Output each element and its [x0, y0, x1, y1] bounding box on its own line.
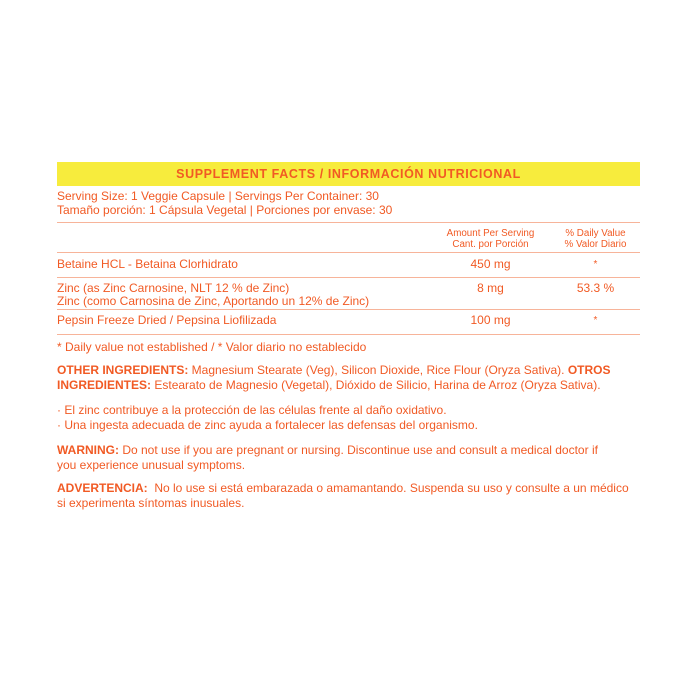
other-ingredients: OTHER INGREDIENTS: Magnesium Stearate (V… — [57, 363, 611, 392]
supplement-facts-panel: SUPPLEMENT FACTS / INFORMACIÓN NUTRICION… — [57, 162, 640, 511]
claims: · El zinc contribuye a la protección de … — [57, 403, 640, 433]
ingredient-dv: 53.3 % — [576, 281, 615, 295]
table-row: Betaine HCL - Betaina Clorhidrato 450 mg… — [57, 253, 640, 277]
facts-title: SUPPLEMENT FACTS / INFORMACIÓN NUTRICION… — [176, 167, 521, 181]
divider — [57, 277, 640, 278]
amount-header: Amount Per Serving Cant. por Porción — [446, 228, 535, 250]
column-headers: Amount Per Serving Cant. por Porción % D… — [57, 223, 640, 252]
serving-line-en: Serving Size: 1 Veggie Capsule | Serving… — [57, 189, 379, 203]
advertencia: ADVERTENCIA: No lo use si está embarazad… — [57, 481, 629, 510]
facts-header: SUPPLEMENT FACTS / INFORMACIÓN NUTRICION… — [57, 162, 640, 186]
divider — [57, 334, 640, 335]
ingredient-amount: 100 mg — [470, 313, 511, 327]
ingredient-dv: * — [593, 259, 598, 270]
ingredient-amount: 450 mg — [470, 257, 511, 271]
serving-info: Serving Size: 1 Veggie Capsule | Serving… — [57, 186, 640, 222]
ingredient-amount: 8 mg — [477, 281, 504, 295]
footnote: * Daily value not established / * Valor … — [57, 340, 367, 354]
other-ingredients-label: OTHER INGREDIENTS: — [57, 363, 189, 377]
daily-value-header: % Daily Value % Valor Diario — [564, 228, 627, 250]
table-row: Zinc (as Zinc Carnosine, NLT 12 % de Zin… — [57, 278, 640, 309]
claim-item: · El zinc contribuye a la protección de … — [57, 403, 447, 417]
divider — [57, 222, 640, 223]
warning-label: WARNING: — [57, 443, 119, 457]
serving-line-es: Tamaño porción: 1 Cápsula Vegetal | Porc… — [57, 203, 393, 217]
ingredient-name: Pepsin Freeze Dried / Pepsina Liofilizad… — [57, 313, 277, 327]
ingredient-dv: * — [593, 315, 598, 326]
divider — [57, 309, 640, 310]
claim-item: · Una ingesta adecuada de zinc ayuda a f… — [57, 418, 478, 432]
otros-label: OTROS — [567, 363, 611, 377]
ingredient-name: Betaine HCL - Betaina Clorhidrato — [57, 257, 238, 271]
ingredient-name: Zinc (as Zinc Carnosine, NLT 12 % de Zin… — [57, 281, 370, 308]
ingredientes-label: INGREDIENTES: — [57, 378, 152, 392]
table-row: Pepsin Freeze Dried / Pepsina Liofilizad… — [57, 310, 640, 334]
divider — [57, 252, 640, 253]
warning: WARNING: Do not use if you are pregnant … — [57, 443, 598, 472]
advertencia-label: ADVERTENCIA: — [57, 481, 148, 495]
